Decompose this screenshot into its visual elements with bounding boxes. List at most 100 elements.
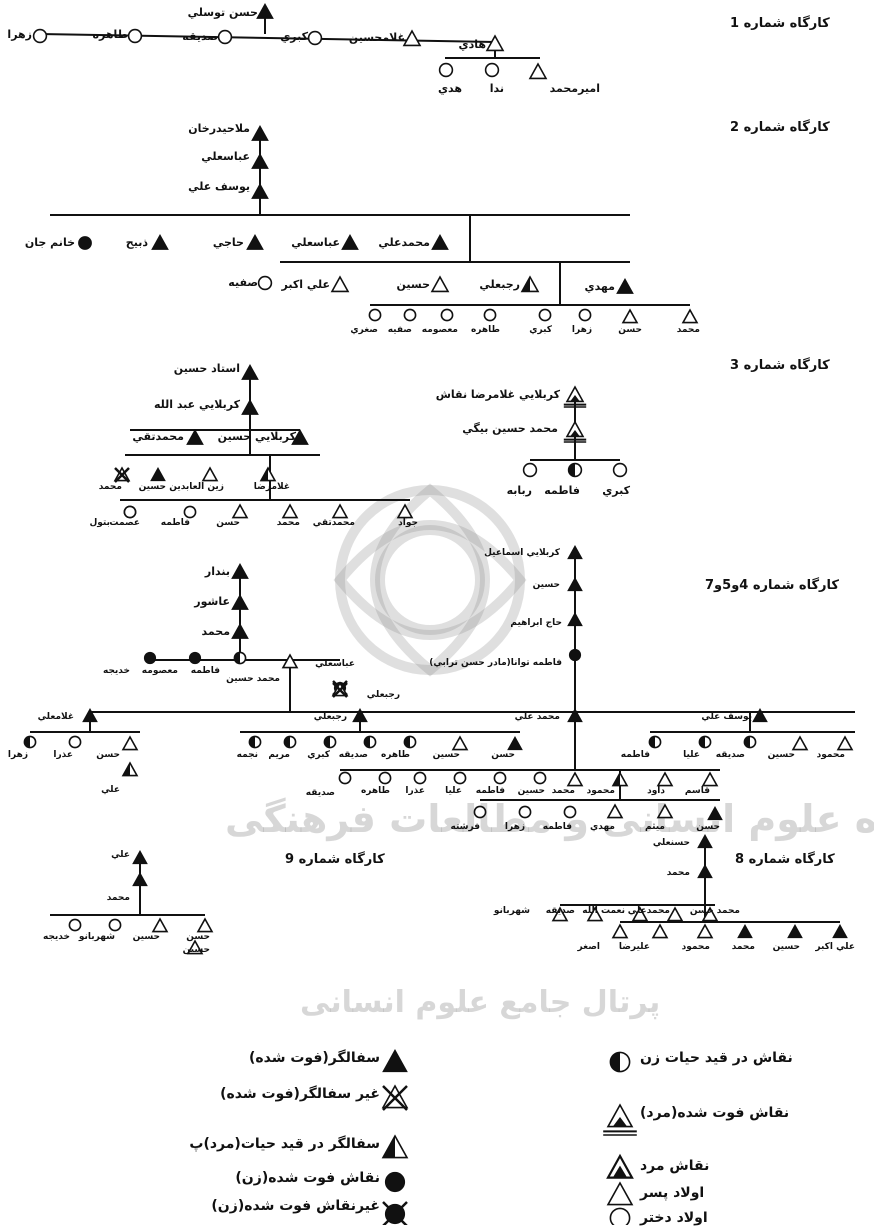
- person-label: صديقه: [715, 750, 745, 760]
- workshop-9-heading: کارگاه شماره 9: [285, 852, 385, 867]
- open-circle-icon: [483, 308, 497, 322]
- filled-triangle-icon: [382, 1048, 408, 1073]
- open-triangle-icon: [656, 803, 674, 819]
- half-circle-icon: [567, 462, 583, 478]
- half-triangle-icon: [121, 761, 139, 777]
- person-label: صديقه: [338, 750, 368, 760]
- filled-triangle-icon: [241, 363, 259, 380]
- filled-triangle-icon: [256, 2, 274, 19]
- filled-triangle-icon: [251, 152, 269, 169]
- open-triangle-icon: [701, 771, 719, 787]
- person-label: شهربانو: [78, 932, 115, 942]
- person-label: محمود: [681, 942, 710, 952]
- workshop-8-heading: کارگاه شماره 8: [735, 852, 835, 867]
- person-label: عليرضا: [618, 942, 650, 952]
- filled-triangle-icon: [707, 805, 723, 821]
- open-triangle-icon: [402, 29, 422, 47]
- filled-triangle-icon: [697, 833, 713, 849]
- filled-triangle-icon: [132, 849, 148, 865]
- person-label: محمد: [676, 325, 700, 335]
- person-label: استاد حسين: [173, 362, 240, 375]
- person-label: کربلايي عبد الله: [153, 398, 240, 411]
- person-label: محمد: [201, 625, 230, 638]
- filled-triangle-icon: [737, 923, 753, 939]
- person-label: نجمه: [236, 750, 258, 760]
- person-label: نعمت الله: [582, 906, 625, 916]
- open-circle-icon: [378, 771, 392, 785]
- person-label: صغري: [350, 325, 378, 335]
- watermark-text-2: پرتال جامع علوم انسانی: [300, 985, 661, 1020]
- person-label: حسين: [132, 932, 160, 942]
- person-label: شهربانو: [493, 906, 530, 916]
- half-circle-icon: [283, 735, 297, 749]
- person-label: عذرا: [53, 750, 73, 760]
- filled-circle-icon: [568, 648, 582, 662]
- person-label: حاج ابراهيم: [510, 618, 562, 628]
- open-circle-icon: [127, 28, 143, 44]
- filled-triangle-icon: [616, 277, 634, 294]
- open-circle-icon: [413, 771, 427, 785]
- person-label: حسين: [138, 482, 166, 492]
- person-label: محمد: [551, 786, 575, 796]
- filled-triangle-icon: [231, 593, 249, 610]
- legend-label: نقاش فوت شده(زن): [235, 1170, 380, 1186]
- person-label: حسن: [491, 750, 515, 760]
- person-label: حسنعلي: [652, 838, 690, 848]
- half-triangle-icon: [259, 466, 277, 482]
- person-label: يوسف علي: [188, 180, 250, 193]
- person-label: کربلايي حسين: [217, 430, 296, 443]
- person-label: عاشور: [194, 595, 230, 608]
- open-circle-icon: [533, 771, 547, 785]
- half-triangle-icon: [520, 275, 540, 293]
- person-label: حسين: [396, 278, 430, 291]
- filled-triangle-icon: [231, 562, 249, 579]
- half-circle-icon: [23, 735, 37, 749]
- person-label: فاطمه: [160, 518, 190, 528]
- person-label: غلامعلي: [37, 712, 74, 722]
- legend-label: اولاد دختر: [640, 1210, 708, 1226]
- person-label: ندا: [489, 82, 504, 95]
- crossed-triangle-icon: [113, 466, 131, 483]
- legend-label: نقاش فوت شده(مرد): [640, 1105, 790, 1121]
- legend-label: اولاد پسر: [640, 1185, 705, 1201]
- person-label: فاطمه: [620, 750, 650, 760]
- open-circle-icon: [484, 62, 500, 78]
- open-circle-icon: [123, 505, 137, 519]
- open-triangle-icon: [528, 62, 548, 80]
- person-label: عليا: [445, 786, 462, 796]
- open-circle-icon: [440, 308, 454, 322]
- filled-triangle-icon: [246, 233, 264, 250]
- open-circle-icon: [68, 918, 82, 932]
- person-label: عباسعلي: [315, 659, 355, 669]
- person-label: زين العابدين: [169, 482, 224, 492]
- person-label: يوسف علي: [701, 712, 752, 722]
- person-label: طاهره: [360, 786, 390, 796]
- person-label: صديقه: [545, 906, 575, 916]
- open-triangle-icon: [231, 503, 249, 519]
- person-label: داود: [647, 786, 665, 796]
- person-label: حسين: [182, 945, 210, 955]
- open-circle-icon: [257, 275, 273, 291]
- workshop-1-heading: کارگاه شماره 1: [730, 16, 830, 31]
- filled-circle-icon: [188, 651, 202, 665]
- open-triangle-icon: [606, 803, 624, 819]
- open-circle-icon: [563, 805, 577, 819]
- person-label: فاطمه: [542, 822, 572, 832]
- person-label: علي: [101, 785, 120, 795]
- person-label: اميرمحمد: [549, 82, 600, 95]
- filled-triangle-icon: [787, 923, 803, 939]
- filled-circle-icon: [78, 236, 92, 250]
- half-triangle-icon: [611, 771, 629, 787]
- filled-triangle-icon: [697, 863, 713, 879]
- person-label: حسين: [772, 942, 800, 952]
- person-label: محمد: [98, 482, 122, 492]
- underlined-triangle-icon: [563, 385, 587, 408]
- person-label: بندار: [204, 565, 230, 578]
- person-label: هدي: [437, 82, 462, 95]
- person-label: محمد: [276, 518, 300, 528]
- open-circle-icon: [368, 308, 382, 322]
- filled-triangle-icon: [567, 576, 583, 592]
- person-label: حسين: [517, 786, 545, 796]
- person-label: طاهره: [470, 325, 500, 335]
